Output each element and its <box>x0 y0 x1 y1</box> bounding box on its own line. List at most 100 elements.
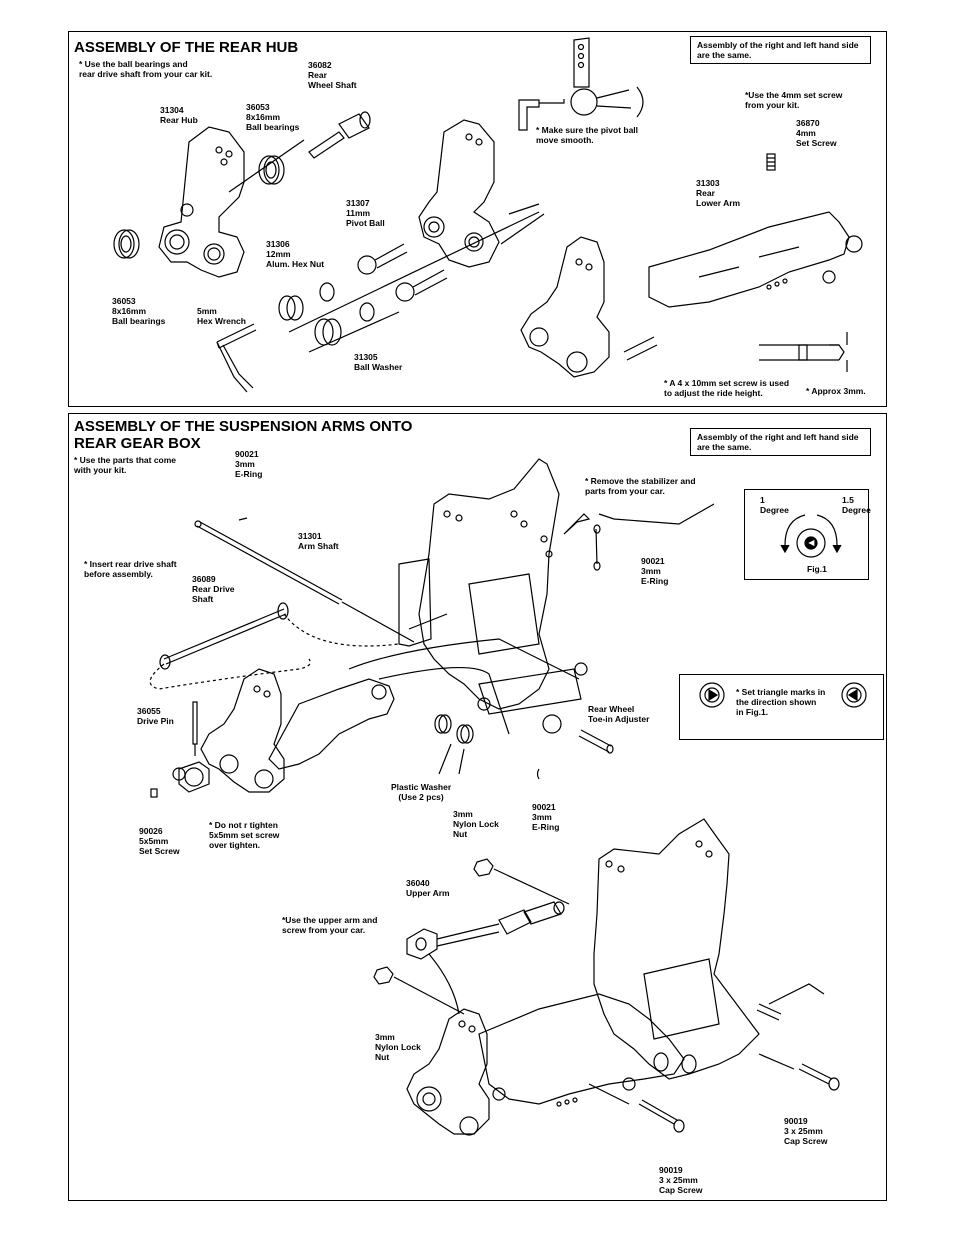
note-tighten: * Do not r tighten 5x5mm set screw over … <box>209 820 280 850</box>
hex-wrench-part <box>216 323 257 393</box>
label-31301: 31301 Arm Shaft <box>298 531 339 551</box>
assembly-guide-line <box>500 213 545 245</box>
note-same-sides-2: Assembly of the right and left hand side… <box>690 428 871 456</box>
label-nylon-nut-top: 3mm Nylon Lock Nut <box>453 809 499 839</box>
pivot-ball-part <box>357 243 448 302</box>
gear-box-part <box>398 558 448 647</box>
upper-arm-part <box>406 901 565 960</box>
rear-hub-part <box>520 236 610 378</box>
label-90021-a: 90021 3mm E-Ring <box>235 449 263 479</box>
rear-hub-title: ASSEMBLY OF THE REAR HUB <box>74 39 299 56</box>
suspension-drawing <box>149 458 840 1136</box>
label-36055: 36055 Drive Pin <box>137 706 174 726</box>
set-screw-part <box>766 153 776 171</box>
pivot-detail-drawing <box>518 37 644 131</box>
label-31303: 31303 Rear Lower Arm <box>696 178 741 208</box>
label-toe-in: Rear Wheel Toe-in Adjuster <box>588 704 650 724</box>
assembly-guide-line <box>493 868 570 905</box>
suspension-panel: ASSEMBLY OF THE SUSPENSION ARMS ONTO REA… <box>68 413 887 1201</box>
assembly-guide-line <box>393 976 465 1015</box>
assembly-guide-line <box>508 203 540 215</box>
assembly-guide-line <box>588 1083 630 1105</box>
cap-screw-part <box>638 1063 840 1133</box>
assembly-guide-line <box>348 638 580 680</box>
assembly-guide-line <box>758 1053 795 1070</box>
hex-nut-part <box>278 282 375 346</box>
dashed-guide <box>149 658 311 690</box>
note-insert-shaft: * Insert rear drive shaft before assembl… <box>84 559 177 579</box>
note-ride-height: * A 4 x 10mm set screw is used to adjust… <box>664 378 790 398</box>
note-triangle: * Set triangle marks in the direction sh… <box>736 687 826 717</box>
assembly-guide-line <box>308 311 400 353</box>
hex-nut-part <box>178 761 210 793</box>
ball-bearing-part <box>258 155 285 185</box>
fig1-caption: Fig.1 <box>807 564 827 574</box>
note-pivot-smooth: * Make sure the pivot ball move smooth. <box>536 125 639 145</box>
label-36040: 36040 Upper Arm <box>406 878 450 898</box>
label-plastic-washer: Plastic Washer (Use 2 pcs) <box>391 782 452 802</box>
note-bearings: * Use the ball bearings and rear drive s… <box>79 59 213 79</box>
label-hex-wrench: 5mm Hex Wrench <box>197 306 246 326</box>
toe-in-adjuster-part <box>542 714 614 754</box>
label-31307: 31307 11mm Pivot Ball <box>346 198 385 228</box>
label-90026: 90026 5x5mm Set Screw <box>139 826 180 856</box>
label-36082: 36082 Rear Wheel Shaft <box>308 60 357 90</box>
note-upper-arm: *Use the upper arm and screw from your c… <box>282 915 378 935</box>
triangle-marks-diagram <box>699 682 867 708</box>
rear-hub-panel: ASSEMBLY OF THE REAR HUB * Use the ball … <box>68 31 887 407</box>
drive-pin-part <box>192 701 198 756</box>
rear-hub-part <box>406 1008 490 1136</box>
fig1-label-right: 1.5 Degree <box>842 495 871 515</box>
suspension-title-line2: REAR GEAR BOX <box>74 435 201 452</box>
stabilizer-part <box>563 503 715 571</box>
note-kit-parts: * Use the parts that come with your kit. <box>74 455 177 475</box>
nylon-lock-nut-part <box>373 858 494 985</box>
label-36053-top: 36053 8x16mm Ball bearings <box>246 102 300 132</box>
wheel-shaft-part <box>308 111 371 159</box>
gear-box-part <box>418 458 588 715</box>
toe-in-adjuster-part <box>653 1003 782 1074</box>
label-31304: 31304 Rear Hub <box>160 105 198 125</box>
dashed-guide <box>283 613 400 647</box>
label-36053-left: 36053 8x16mm Ball bearings <box>112 296 166 326</box>
rear-lower-arm-part <box>648 211 863 308</box>
note-same-sides: Assembly of the right and left hand side… <box>690 36 871 64</box>
set-screw-part <box>623 336 658 361</box>
rear-lower-arm-part <box>268 678 395 770</box>
assembly-guide-line <box>228 139 305 193</box>
triangle-marks-box: * Set triangle marks in the direction sh… <box>679 674 884 740</box>
rear-lower-arm-part <box>478 993 685 1107</box>
e-ring-part <box>536 768 540 780</box>
plastic-washer-part <box>434 714 474 775</box>
ball-bearing-part <box>113 229 140 259</box>
assembly-guide-line <box>288 211 540 333</box>
note-set-screw: *Use the 4mm set screw from your kit. <box>745 90 843 110</box>
fig1-label-left: 1 Degree <box>760 495 789 515</box>
label-90021-b: 90021 3mm E-Ring <box>641 556 669 586</box>
assembly-guide-line <box>341 601 415 643</box>
label-90021-c: 90021 3mm E-Ring <box>532 802 560 832</box>
label-nylon-nut-bottom: 3mm Nylon Lock Nut <box>375 1032 421 1062</box>
set-screw-part <box>150 788 158 798</box>
arm-shaft-part <box>194 517 343 605</box>
label-90019-bottom: 90019 3 x 25mm Cap Screw <box>659 1165 703 1195</box>
note-stabilizer: * Remove the stabilizer and parts from y… <box>585 476 696 496</box>
label-31306: 31306 12mm Alum. Hex Nut <box>266 239 325 269</box>
assembly-guide-line <box>378 666 510 735</box>
fig1-diagram <box>780 514 842 558</box>
rear-drive-shaft-part <box>159 602 289 670</box>
label-36870: 36870 4mm Set Screw <box>796 118 837 148</box>
fig1-box: 1 Degree 1.5 Degree Fig.1 <box>744 489 871 580</box>
ride-height-detail <box>759 332 848 372</box>
label-36089: 36089 Rear Drive Shaft <box>192 574 235 604</box>
label-90019-right: 90019 3 x 25mm Cap Screw <box>784 1116 828 1146</box>
assembly-guide-line <box>428 953 460 1015</box>
rear-hub-part <box>418 119 500 268</box>
rear-hub-drawing <box>113 37 863 393</box>
suspension-title-line1: ASSEMBLY OF THE SUSPENSION ARMS ONTO <box>74 418 413 435</box>
rear-hub-part <box>158 126 245 278</box>
note-approx: * Approx 3mm. <box>806 386 866 396</box>
rear-hub-part <box>172 668 285 793</box>
label-31305: 31305 Ball Washer <box>354 352 403 372</box>
gear-box-part <box>593 818 825 1080</box>
